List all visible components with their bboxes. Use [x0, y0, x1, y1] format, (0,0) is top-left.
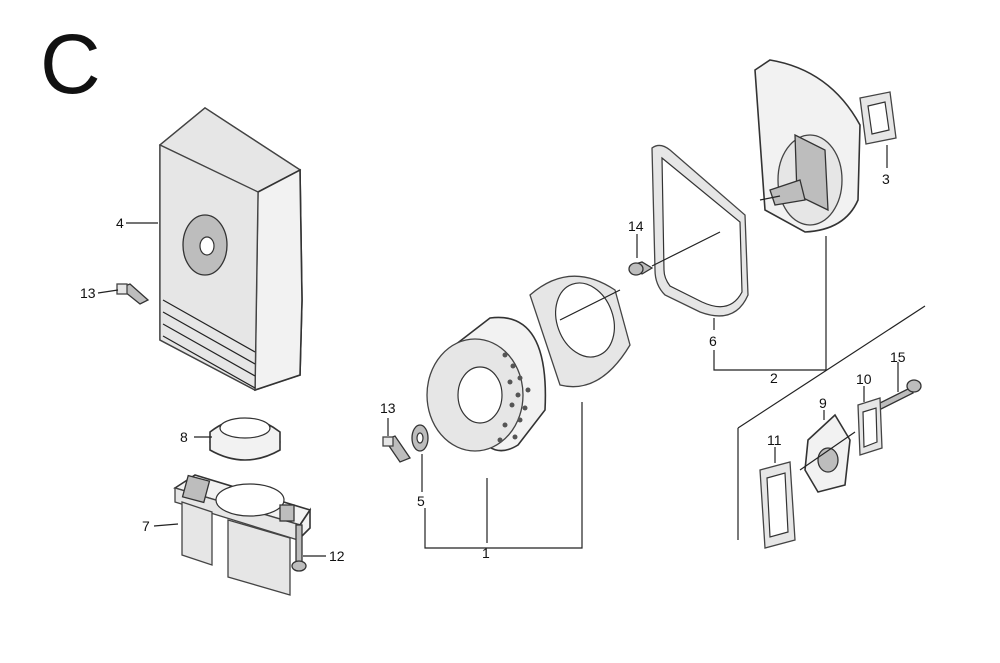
callout-11: 11: [767, 432, 782, 448]
gasket-part-11[interactable]: [759, 461, 796, 549]
valve-body-part-9[interactable]: [804, 413, 851, 493]
callout-10: 10: [856, 371, 872, 387]
nut-part-5[interactable]: [411, 424, 429, 452]
gasket-part-3[interactable]: [859, 91, 897, 145]
callout-1: 1: [482, 545, 490, 561]
callout-8: 8: [180, 429, 188, 445]
element-case-part-2[interactable]: [754, 59, 861, 233]
callout-9: 9: [819, 395, 827, 411]
callout-7: 7: [142, 518, 150, 534]
callout-14: 14: [628, 218, 644, 234]
leader-lines: [97, 145, 926, 557]
air-cleaner-base-part-7[interactable]: [173, 474, 312, 596]
callout-labels: 4 13 8 7 12 13 5 1 14 6 2 3 15 10 9 11: [80, 171, 906, 564]
callout-3: 3: [882, 171, 890, 187]
callout-6: 6: [709, 333, 717, 349]
screw-part-13-left[interactable]: [116, 283, 150, 305]
callout-4: 4: [116, 215, 124, 231]
callout-5: 5: [417, 493, 425, 509]
ring-part-8[interactable]: [209, 417, 281, 461]
foam-filter[interactable]: [529, 275, 631, 388]
screw-part-13-center[interactable]: [382, 435, 411, 463]
bolt-part-12[interactable]: [291, 524, 307, 572]
callout-15: 15: [890, 349, 906, 365]
callout-13-left: 13: [80, 285, 96, 301]
callout-13-center: 13: [380, 400, 396, 416]
callout-12: 12: [329, 548, 345, 564]
filter-element-part-1[interactable]: [426, 316, 547, 452]
callout-2: 2: [770, 370, 778, 386]
gasket-part-6[interactable]: [651, 144, 749, 317]
air-cleaner-cover-part-4[interactable]: [158, 107, 303, 392]
screw-part-14[interactable]: [628, 261, 654, 276]
section-letter: C: [40, 17, 101, 111]
gasket-part-10[interactable]: [857, 397, 883, 456]
